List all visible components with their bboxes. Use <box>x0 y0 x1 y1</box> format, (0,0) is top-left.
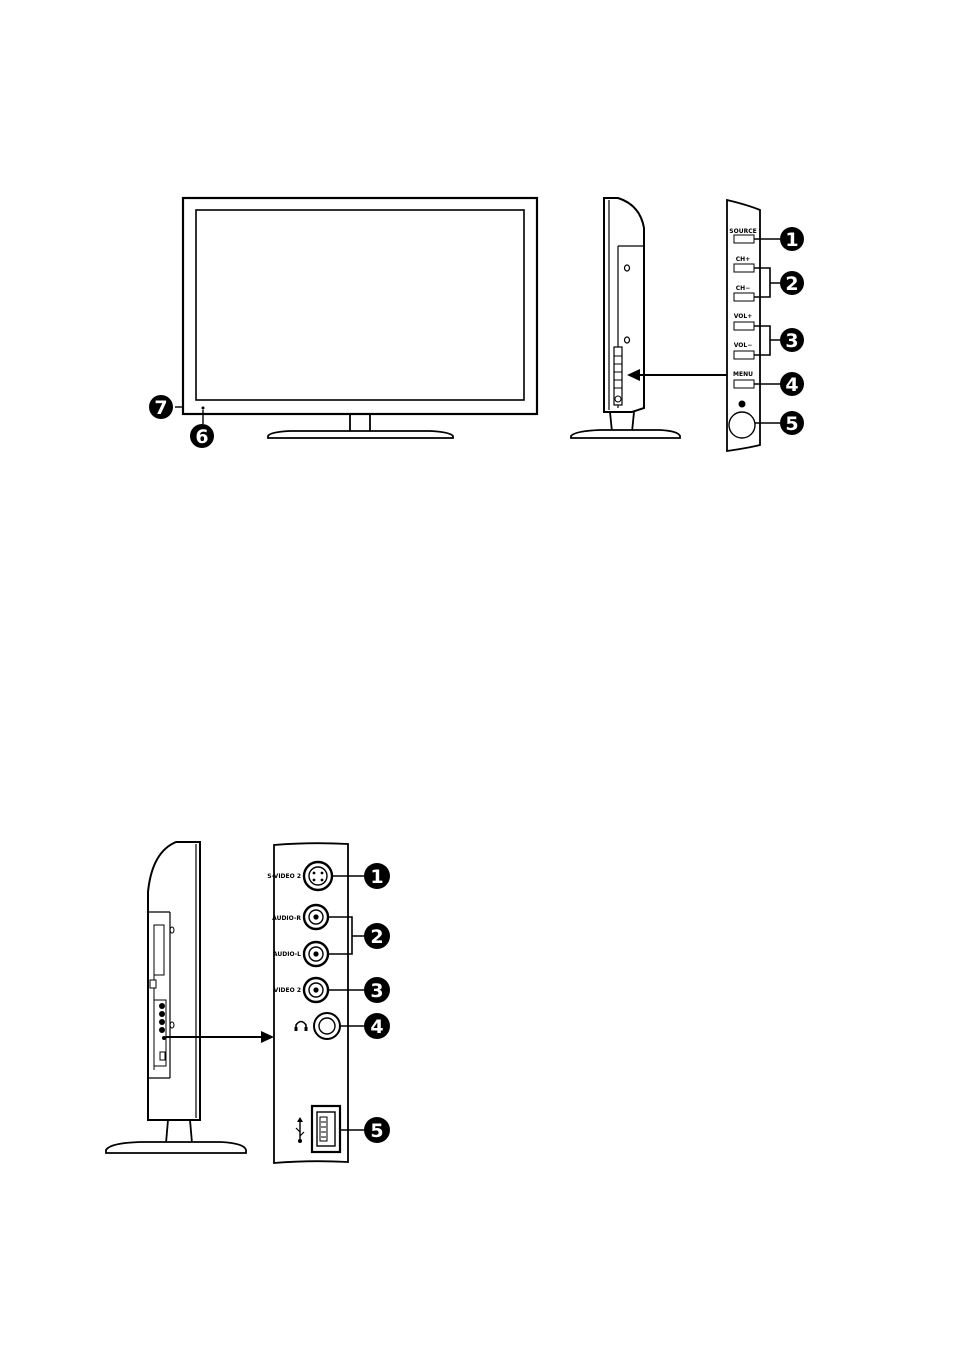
vol-down-button: VOL− <box>734 342 754 359</box>
panel-callout-1: 1 <box>780 227 804 251</box>
svg-text:4: 4 <box>370 1016 383 1038</box>
power-button <box>729 412 755 438</box>
svg-text:5: 5 <box>785 413 798 435</box>
tv-front-stand <box>268 431 453 438</box>
svg-text:VOL−: VOL− <box>734 342 753 349</box>
panel-callout-2: 2 <box>780 271 804 295</box>
side-button-strip <box>614 347 622 405</box>
tv-side-stand <box>571 430 680 438</box>
svg-text:4: 4 <box>785 374 798 396</box>
svg-text:7: 7 <box>154 397 167 419</box>
svg-text:SOURCE: SOURCE <box>729 228 756 235</box>
svg-text:2: 2 <box>370 926 383 948</box>
svg-text:VOL+: VOL+ <box>734 313 753 320</box>
svg-text:3: 3 <box>785 330 798 352</box>
menu-button: MENU <box>733 371 754 388</box>
side-inputs-arrow-head <box>261 1031 274 1043</box>
input-callout-1: 1 <box>364 863 390 889</box>
svg-text:1: 1 <box>785 229 798 251</box>
tv-side-view-top <box>571 198 727 438</box>
front-callout-6: 6 <box>190 424 214 448</box>
panel-callout-4: 4 <box>780 372 804 396</box>
input-callout-4: 4 <box>364 1013 390 1039</box>
tv-front-screen <box>196 210 524 400</box>
tv-side-stand-bottom <box>106 1142 246 1153</box>
svg-text:AUDIO-L: AUDIO-L <box>273 951 301 958</box>
svg-text:MENU: MENU <box>733 371 753 378</box>
input-callout-5: 5 <box>364 1117 390 1143</box>
tv-side-neck <box>610 412 634 432</box>
power-indicator-dot <box>202 407 205 410</box>
svg-text:6: 6 <box>195 426 208 448</box>
svg-text:CH+: CH+ <box>736 256 750 263</box>
panel-callout-3: 3 <box>780 328 804 352</box>
svg-text:AUDIO-R: AUDIO-R <box>272 915 301 922</box>
svg-text:3: 3 <box>370 980 383 1002</box>
tv-side-view-bottom <box>106 842 274 1153</box>
side-button-panel: SOURCE CH+ CH− VOL+ VOL− MENU <box>727 200 804 451</box>
svg-text:5: 5 <box>370 1120 383 1142</box>
svg-text:S-VIDEO 2: S-VIDEO 2 <box>267 873 301 880</box>
panel-callout-5: 5 <box>780 411 804 435</box>
remote-sensor-dot <box>739 401 746 408</box>
side-input-panel: S-VIDEO 2 AUDIO-R AUDIO-L VIDEO 2 <box>267 843 390 1163</box>
front-callout-7: 7 <box>149 395 173 419</box>
svg-text:VIDEO 2: VIDEO 2 <box>274 987 301 994</box>
tv-front-view: 7 6 <box>149 198 537 448</box>
tv-side-neck-bottom <box>166 1120 192 1143</box>
svg-text:2: 2 <box>785 273 798 295</box>
tv-front-neck <box>350 414 370 432</box>
input-callout-2: 2 <box>364 923 390 949</box>
vol-up-button: VOL+ <box>734 313 754 330</box>
input-callout-3: 3 <box>364 977 390 1003</box>
svg-text:1: 1 <box>370 866 383 888</box>
svg-text:CH−: CH− <box>736 285 750 292</box>
